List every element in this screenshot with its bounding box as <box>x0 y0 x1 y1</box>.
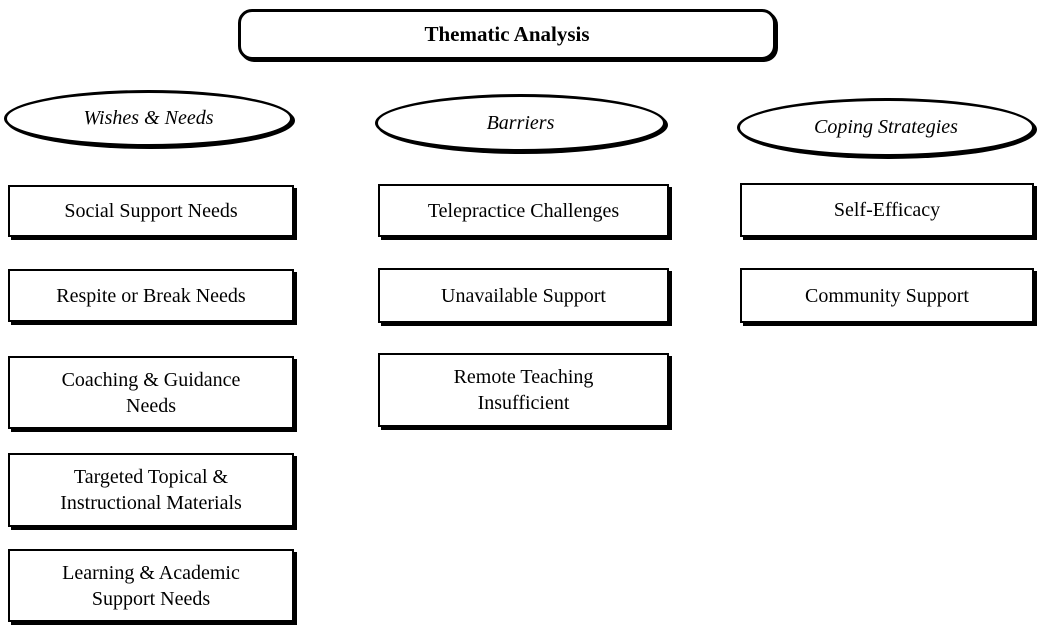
theme-label: Unavailable Support <box>441 284 606 307</box>
theme-box-learning-academic-support-needs: Learning & Academic Support Needs <box>8 549 294 622</box>
category-oval-wishes-needs: Wishes & Needs <box>4 90 293 147</box>
theme-label: Self-Efficacy <box>833 199 941 221</box>
theme-label: Community Support <box>805 284 969 307</box>
category-label: Coping Strategies <box>814 116 958 138</box>
theme-box-unavailable-support: Unavailable Support <box>378 268 669 323</box>
theme-box-social-support-needs: Social Support Needs <box>8 185 294 237</box>
category-label: Wishes & Needs <box>83 107 214 129</box>
category-label: Barriers <box>486 111 555 134</box>
theme-label: Learning & Academic Support Needs <box>62 561 240 610</box>
theme-box-telepractice-challenges: Telepractice Challenges <box>378 184 669 237</box>
category-oval-coping-strategies: Coping Strategies <box>737 98 1035 157</box>
theme-box-self-efficacy: Self-Efficacy <box>740 183 1034 237</box>
theme-box-remote-teaching-insufficient: Remote Teaching Insufficient <box>378 353 669 427</box>
theme-box-community-support: Community Support <box>740 268 1034 323</box>
theme-box-respite-or-break-needs: Respite or Break Needs <box>8 269 294 322</box>
theme-box-coaching-guidance-needs: Coaching & Guidance Needs <box>8 356 294 429</box>
theme-label: Targeted Topical & Instructional Materia… <box>60 466 242 514</box>
theme-label: Telepractice Challenges <box>427 199 620 222</box>
theme-label: Remote Teaching Insufficient <box>453 366 594 414</box>
theme-label: Social Support Needs <box>64 200 238 222</box>
title-box: Thematic Analysis <box>238 9 776 60</box>
category-oval-barriers: Barriers <box>375 94 666 152</box>
theme-label: Respite or Break Needs <box>56 284 246 307</box>
theme-label: Coaching & Guidance Needs <box>61 368 241 417</box>
theme-box-targeted-topical-instructional-materials: Targeted Topical & Instructional Materia… <box>8 453 294 527</box>
diagram-title: Thematic Analysis <box>424 22 590 46</box>
